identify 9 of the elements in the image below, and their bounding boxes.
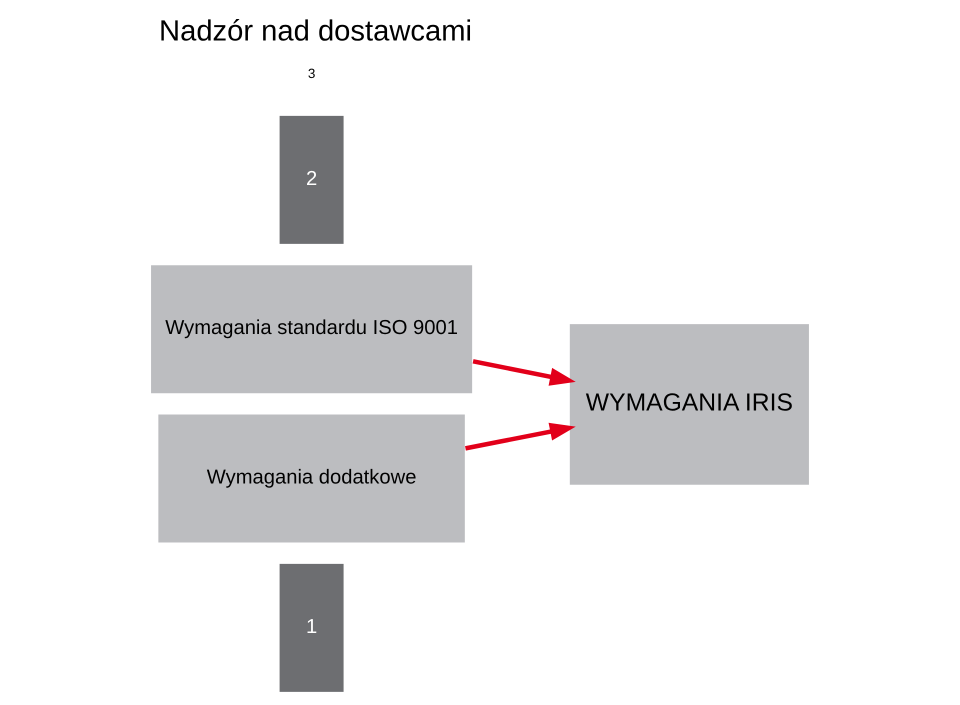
node-box: 2 [278,114,345,245]
node-box: WYMAGANIA IRIS [568,323,810,486]
node-box: Wymagania standardu ISO 9001 [150,264,474,394]
node-box: 1 [278,562,345,693]
diagram-title: Nadzór nad dostawcami [159,15,472,48]
node-box: Wymagania dodatkowe [157,413,466,544]
arrow [465,422,576,451]
arrow [472,359,576,386]
label: 3 [308,66,316,81]
